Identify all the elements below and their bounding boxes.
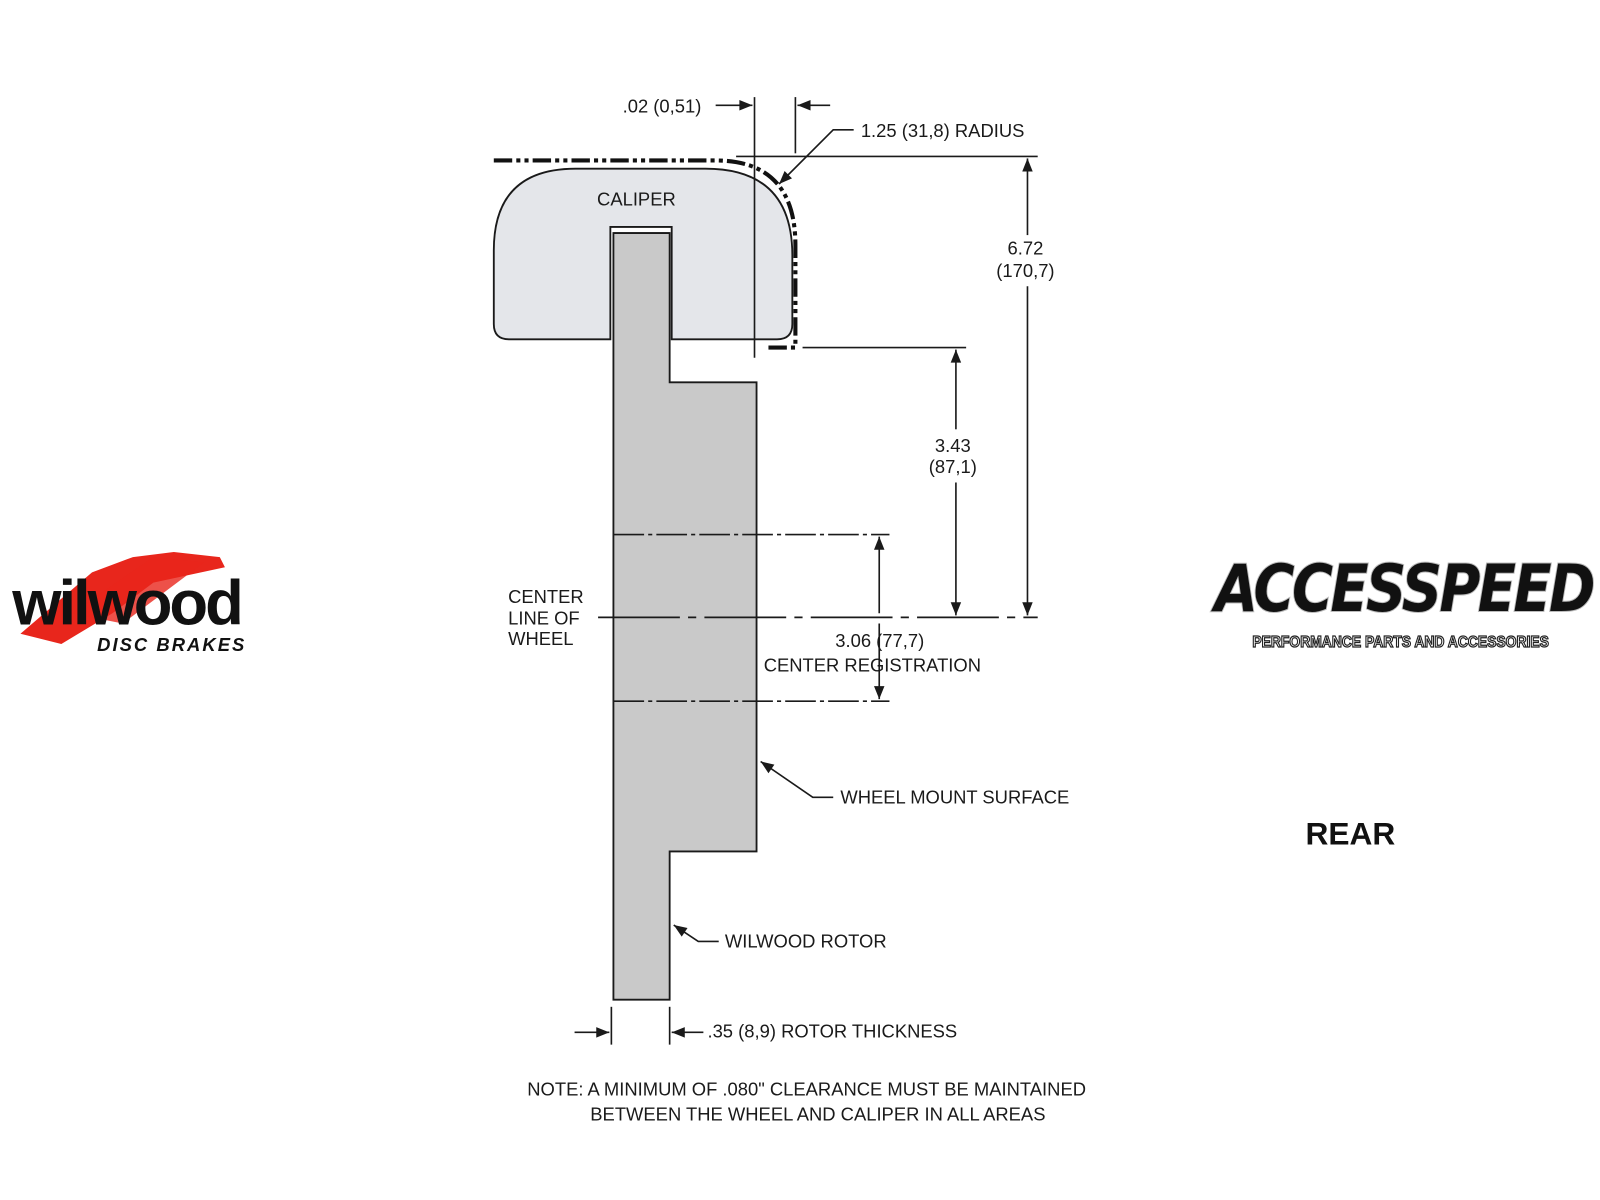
rotor-thickness-dimension: .35 (8,9) ROTOR THICKNESS	[707, 1020, 957, 1041]
caliper-to-center-mm: (87,1)	[929, 456, 977, 477]
overall-height-mm: (170,7)	[996, 260, 1054, 281]
center-line-label-1: CENTER	[508, 586, 584, 607]
wilwood-logo: wilwood DISC BRAKES	[11, 551, 246, 655]
wilwood-tagline: DISC BRAKES	[97, 634, 246, 655]
accesspeed-tagline: PERFORMANCE PARTS AND ACCESSORIES	[1252, 634, 1548, 651]
overall-height-in: 6.72	[1008, 238, 1044, 259]
clearance-envelope	[493, 158, 798, 350]
caliper-to-center-in: 3.43	[935, 435, 971, 456]
accesspeed-logo: ACCESSPEED PERFORMANCE PARTS AND ACCESSO…	[1209, 550, 1597, 651]
clearance-dimension: .02 (0,51)	[623, 95, 702, 116]
caliper-label: CALIPER	[597, 188, 676, 209]
center-registration-dimension: 3.06 (77,7)	[835, 630, 924, 651]
wheel-mount-surface-label: WHEEL MOUNT SURFACE	[840, 786, 1069, 807]
clearance-note-line-2: BETWEEN THE WHEEL AND CALIPER IN ALL ARE…	[590, 1103, 1045, 1124]
wilwood-rotor-label: WILWOOD ROTOR	[725, 931, 887, 952]
rotor-shape	[612, 232, 758, 1001]
center-line-label-3: WHEEL	[508, 628, 573, 649]
accesspeed-wordmark: ACCESSPEED	[1210, 551, 1593, 627]
clearance-note-line-1: NOTE: A MINIMUM OF .080" CLEARANCE MUST …	[527, 1079, 1086, 1100]
center-line-label-2: LINE OF	[508, 608, 580, 629]
radius-dimension: 1.25 (31,8) RADIUS	[861, 120, 1025, 141]
center-registration-label: CENTER REGISTRATION	[764, 655, 981, 676]
wilwood-wordmark: wilwood	[11, 569, 240, 639]
caliper-shape	[492, 167, 794, 341]
view-title: REAR	[1306, 815, 1396, 851]
